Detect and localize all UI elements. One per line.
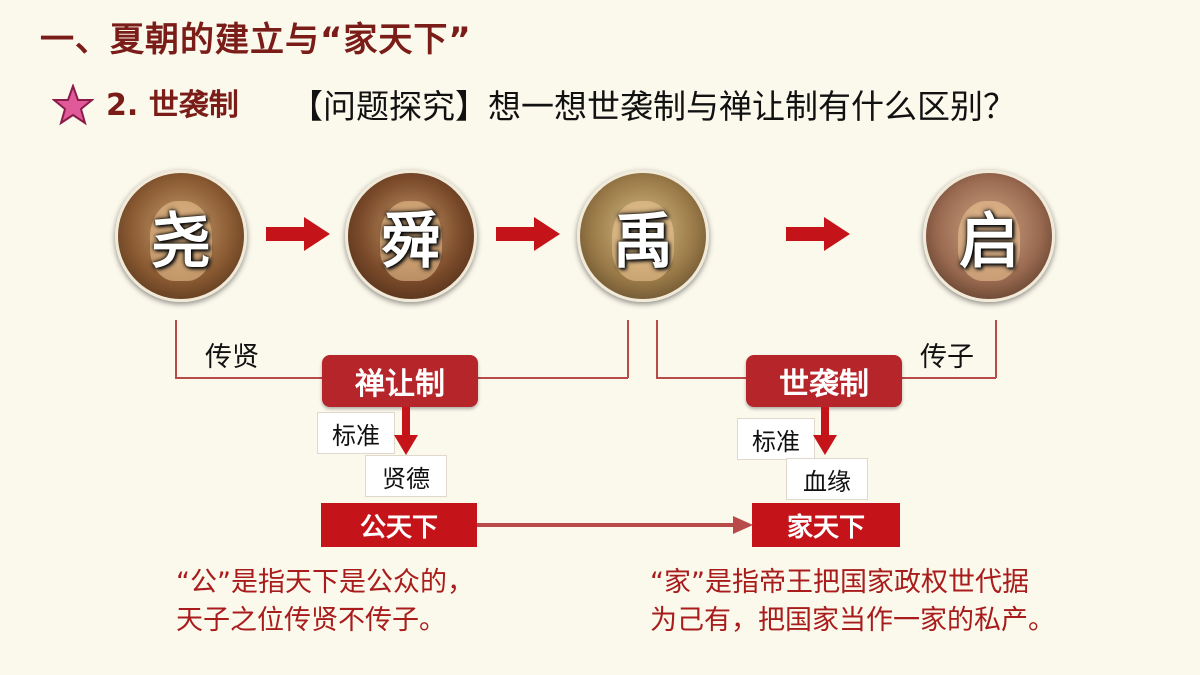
arrow-right-icon	[786, 217, 850, 251]
bracket-line	[656, 320, 658, 378]
portrait-qi: 启	[923, 170, 1055, 302]
star-icon	[52, 84, 94, 126]
desc-left-line2: 天子之位传贤不传子。	[176, 605, 446, 636]
pass-label-right: 传子	[920, 342, 974, 373]
standard-value-right: 血缘	[786, 458, 868, 500]
connector-arrow-icon	[477, 516, 753, 534]
bracket-line	[900, 377, 996, 379]
ruler-name-shun: 舜	[381, 206, 441, 277]
section-subtitle: 2. 世袭制	[106, 88, 239, 123]
bracket-line	[175, 377, 325, 379]
desc-right-line2: 为己有，把国家当作一家的私产。	[650, 605, 1055, 636]
bracket-line	[175, 320, 177, 378]
desc-left-line1: “公”是指天下是公众的，	[176, 567, 474, 598]
portrait-face	[380, 201, 442, 281]
portrait-yao: 尧	[115, 170, 247, 302]
ruler-name-yu: 禹	[613, 206, 673, 277]
standard-label-left: 标准	[317, 412, 395, 454]
desc-right-line1: “家”是指帝王把国家政权世代据	[650, 567, 1029, 598]
result-box-right: 家天下	[752, 503, 900, 547]
portrait-shun: 舜	[345, 170, 477, 302]
portrait-face	[150, 201, 212, 281]
desc-left: “公”是指天下是公众的， 天子之位传贤不传子。	[176, 564, 474, 640]
pass-label-left: 传贤	[205, 342, 259, 373]
system-pill-right: 世袭制	[746, 355, 902, 407]
arrow-right-icon	[496, 217, 560, 251]
standard-value-left: 贤德	[365, 455, 447, 497]
question-text: 【问题探究】想一想世袭制与禅让制有什么区别？	[290, 87, 1016, 126]
page-title: 一、夏朝的建立与“家天下”	[40, 20, 472, 60]
arrow-down-icon	[813, 407, 837, 455]
result-box-left: 公天下	[321, 503, 477, 547]
system-pill-left: 禅让制	[322, 355, 478, 407]
arrow-down-icon	[394, 407, 418, 455]
desc-right: “家”是指帝王把国家政权世代据 为己有，把国家当作一家的私产。	[650, 564, 1055, 640]
standard-label-right: 标准	[737, 418, 815, 460]
bracket-line	[627, 320, 629, 378]
portrait-yu: 禹	[577, 170, 709, 302]
bracket-line	[478, 377, 628, 379]
ruler-name-qi: 启	[959, 206, 1019, 277]
portrait-face	[958, 201, 1020, 281]
bracket-line	[995, 320, 997, 378]
bracket-line	[656, 377, 748, 379]
portrait-face	[612, 201, 674, 281]
arrow-right-icon	[266, 217, 330, 251]
ruler-name-yao: 尧	[151, 206, 211, 277]
